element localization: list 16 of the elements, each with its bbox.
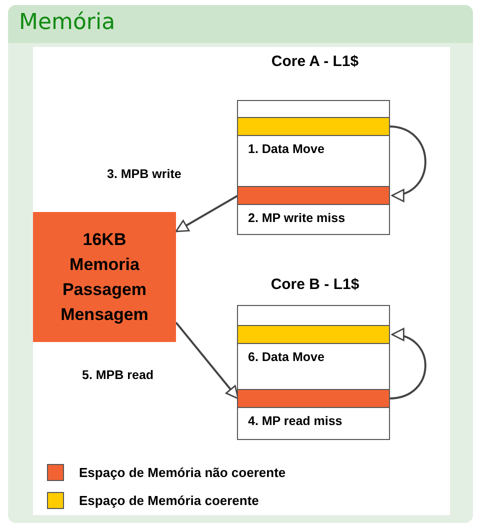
legend-label: Espaço de Memória não coerente — [79, 465, 286, 480]
arrow — [175, 194, 238, 232]
cache-heading: Core B - L1$ — [270, 275, 360, 295]
arrow — [175, 322, 239, 400]
memory-label: 16KB Memoria Passagem Mensagem — [60, 229, 150, 326]
memory-bar — [238, 117, 389, 136]
arrow — [388, 126, 426, 200]
memory-bar — [238, 389, 389, 408]
memory-bar — [238, 186, 389, 205]
edge-label: 3. MPB write — [105, 167, 184, 181]
edge-label: 5. MPB read — [80, 368, 156, 382]
cache-heading: Core A - L1$ — [270, 52, 360, 72]
legend-label: Espaço de Memória coerente — [79, 493, 259, 508]
arrow — [388, 329, 426, 400]
memory-bar — [238, 325, 389, 344]
title: Memória — [19, 9, 116, 37]
